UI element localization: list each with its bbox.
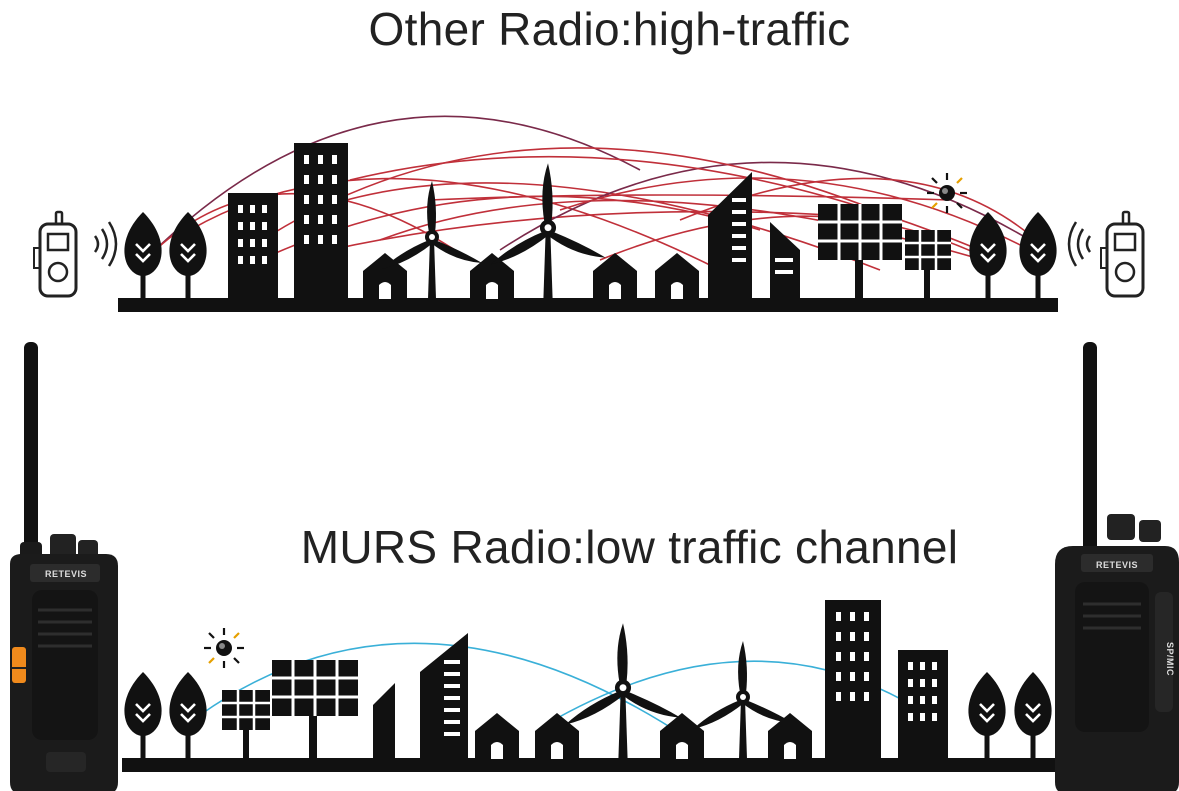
house-icon — [593, 253, 637, 299]
building-icon — [294, 143, 348, 299]
house-icon — [660, 713, 704, 759]
building-icon — [898, 650, 948, 759]
bottom-heading: MURS Radio:low traffic channel — [300, 521, 959, 573]
tree-icon — [168, 670, 208, 760]
signal-waves-icon — [93, 220, 118, 268]
house-icon — [475, 713, 519, 759]
tree-icon — [967, 670, 1007, 760]
building-icon — [228, 193, 278, 299]
tree-icon — [123, 210, 163, 300]
solar-panel-icon — [818, 204, 951, 300]
house-icon — [655, 253, 699, 299]
sun-icon — [202, 626, 246, 670]
radio-side-label: SP/MIC — [1165, 642, 1175, 676]
radio-brand-label: RETEVIS — [45, 569, 87, 579]
tree-icon — [123, 670, 163, 760]
building-icon — [825, 600, 881, 759]
orange-button — [12, 647, 26, 683]
ground-line — [122, 758, 1057, 772]
walkie-talkie-icon — [32, 210, 78, 298]
tree-icon — [1018, 210, 1058, 300]
solar-panel-icon — [222, 660, 358, 760]
bottom-scene — [122, 600, 1057, 772]
house-icon — [768, 713, 812, 759]
building-icon — [373, 633, 468, 759]
radio-brand-label: RETEVIS — [1096, 560, 1138, 570]
walkie-talkie-icon — [1099, 210, 1145, 298]
left-radio: RETEVIS — [8, 340, 120, 791]
right-radio: RETEVIS SP/MIC — [1055, 342, 1179, 791]
top-heading: Other Radio:high-traffic — [368, 3, 851, 55]
building-icon — [708, 172, 800, 299]
tree-icon — [1013, 670, 1053, 760]
ground-line — [118, 298, 1058, 312]
signal-waves-icon — [1067, 220, 1092, 268]
sun-icon — [925, 171, 969, 215]
top-scene — [32, 115, 1145, 312]
tree-icon — [168, 210, 208, 300]
